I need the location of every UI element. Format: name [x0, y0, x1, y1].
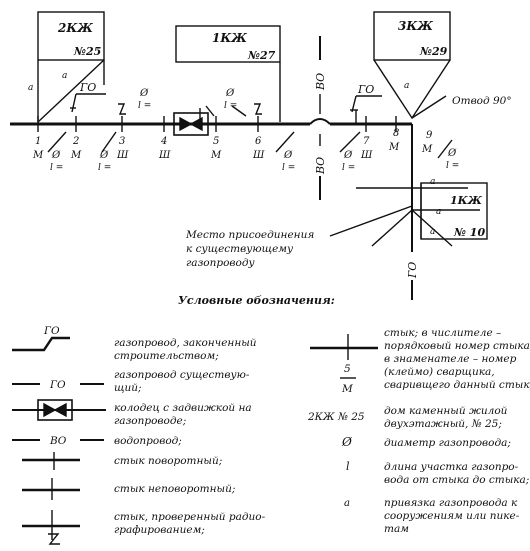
building-1kzh-27: [175, 25, 281, 63]
legend-right-1-line-1: стык; в числителе –: [384, 327, 501, 339]
legend-valve-symbol: [37, 399, 73, 421]
legend-go-finished-symbol: [12, 336, 70, 352]
anchor-mark-2: а: [62, 71, 67, 81]
valve-well: [173, 112, 209, 136]
legend-item-3-line-2: газопроводе;: [114, 415, 186, 427]
anchor-mark-1: а: [28, 83, 33, 93]
legend-item-5-line-1: стык поворотный;: [114, 455, 222, 467]
joint-5-num: 5: [213, 136, 219, 147]
dia-mark-5: Ø: [283, 150, 293, 161]
joint-2-num: 2: [72, 136, 79, 147]
joint-1-den: М: [32, 150, 44, 161]
legend-go-finished-label: ГО: [43, 325, 60, 337]
go-label-vertical: ГО: [406, 262, 419, 279]
len-mark-4: l =: [224, 101, 237, 111]
legend-item-1-line-1: газопровод, законченный: [114, 337, 257, 349]
dia-mark-1: Ø: [51, 150, 61, 161]
legend-right-5-line-1: привязка газопровода к: [384, 497, 518, 509]
legend-right-2-line-2: двухэтажный, № 25;: [384, 418, 502, 430]
joint-9-num: 9: [426, 130, 433, 141]
vo-label-top: ВО: [314, 73, 327, 91]
legend-right-4-line-1: длина участка газопро-: [384, 461, 519, 473]
legend-vo-label: ВО: [49, 435, 67, 447]
anchor-mark-6: а: [430, 227, 435, 237]
building-3kzh-29: [373, 11, 451, 61]
building-2kzh-25: [37, 11, 105, 61]
legend-go-existing-label: ГО: [49, 379, 66, 391]
len-mark-3: l =: [138, 101, 151, 111]
joint-4-num: 4: [160, 136, 167, 147]
vo-label-bottom: ВО: [314, 157, 327, 175]
len-mark-2: l =: [98, 163, 111, 173]
legend-joint-num: 5: [344, 363, 351, 375]
legend-right-4-line-2: вода от стыка до стыка;: [384, 474, 529, 486]
legend-house-symbol: 2КЖ № 25: [307, 411, 365, 423]
building-1kzh-27-label: 1КЖ: [212, 31, 247, 45]
joint-8-den: М: [388, 142, 400, 153]
go-label-left: ГО: [79, 81, 96, 94]
legend-anchor-symbol: а: [344, 498, 350, 509]
joint-labels: 1 М 2 М 3 Ш 4 Ш 5 М 6 Ш 7 Ш 8 М 9 М: [32, 128, 433, 161]
legend-item-7-line-1: стык, проверенный радио-: [114, 511, 266, 523]
legend-item-7-line-2: графированием;: [114, 524, 205, 536]
legend-right-1-line-5: сваривщего данный стык;: [384, 379, 530, 391]
legend-item-1-line-2: строительством;: [114, 350, 219, 362]
legend-diameter-symbol: Ø: [341, 435, 353, 449]
dia-mark-4: Ø: [225, 88, 235, 99]
connection-line-1: Место присоединения: [185, 229, 314, 241]
legend-item-4-line-1: водопровод;: [114, 435, 182, 447]
joint-6-num: 6: [255, 136, 262, 147]
joint-6-den: Ш: [252, 150, 265, 161]
joint-7-num: 7: [363, 136, 370, 147]
building-1kzh-10-number: № 10: [453, 226, 485, 239]
anchor-mark-3: а: [404, 81, 409, 91]
legend-right-1-line-2: порядковый номер стыка,: [384, 340, 530, 352]
diameter-length-marks: Ø l = Ø l = Ø l = Ø l = Ø l = Ø l = Ø l …: [50, 88, 459, 173]
legend-item-2-line-1: газопровод существую-: [114, 369, 250, 381]
legend-right-2-line-1: дом каменный жилой: [384, 405, 508, 417]
legend-title: Условные обозначения:: [178, 294, 335, 307]
anchor-mark-4: а: [430, 177, 435, 187]
len-mark-1: l =: [50, 163, 63, 173]
legend-right-5-line-2: сооружениям или пике-: [384, 510, 520, 522]
connection-line-3: газопроводу: [186, 257, 256, 269]
building-1kzh-10-label: 1КЖ: [450, 194, 483, 207]
joint-2-den: М: [70, 150, 82, 161]
legend-length-symbol: l: [346, 460, 350, 473]
legend-right-3-line-1: диаметр газопровода;: [384, 437, 511, 449]
anchor-mark-5: а: [436, 207, 441, 217]
dia-mark-6: Ø: [343, 150, 353, 161]
go-label-right: ГО: [357, 83, 374, 96]
connection-line-2: к существующему: [186, 243, 294, 255]
joint-1-num: 1: [35, 136, 41, 147]
joint-9-den: М: [421, 144, 433, 155]
len-mark-7: l =: [446, 161, 459, 171]
len-mark-6: l =: [342, 163, 355, 173]
legend-joint-den: М: [341, 383, 353, 395]
legend-right-1-line-4: (клеймо) сварщика,: [384, 366, 495, 378]
building-2kzh-25-number: №25: [73, 45, 101, 58]
joint-3-den: Ш: [116, 150, 129, 161]
joint-7-den: Ш: [360, 150, 373, 161]
building-2kzh-25-label: 2КЖ: [57, 21, 93, 35]
building-3kzh-29-label: 3КЖ: [398, 19, 433, 33]
dia-mark-7: Ø: [447, 148, 457, 159]
dia-mark-2: Ø: [99, 150, 109, 161]
len-mark-5: l =: [282, 163, 295, 173]
legend-right-5-line-3: там: [384, 523, 409, 535]
bend-annotation: Отвод 90°: [452, 95, 512, 107]
legend-item-3-line-1: колодец с задвижкой на: [114, 402, 252, 414]
legend-right-1-line-3: в знаменателе – номер: [384, 353, 517, 365]
joint-4-den: Ш: [158, 150, 171, 161]
joint-8-num: 8: [393, 128, 399, 139]
joint-5-den: М: [210, 150, 222, 161]
dia-mark-3: Ø: [139, 88, 149, 99]
building-3kzh-29-number: №29: [419, 45, 448, 58]
building-1kzh-27-number: №27: [247, 49, 276, 62]
legend-item-6-line-1: стык неповоротный;: [114, 483, 235, 495]
joint-3-num: 3: [119, 136, 125, 147]
legend-item-2-line-2: щий;: [114, 382, 142, 394]
